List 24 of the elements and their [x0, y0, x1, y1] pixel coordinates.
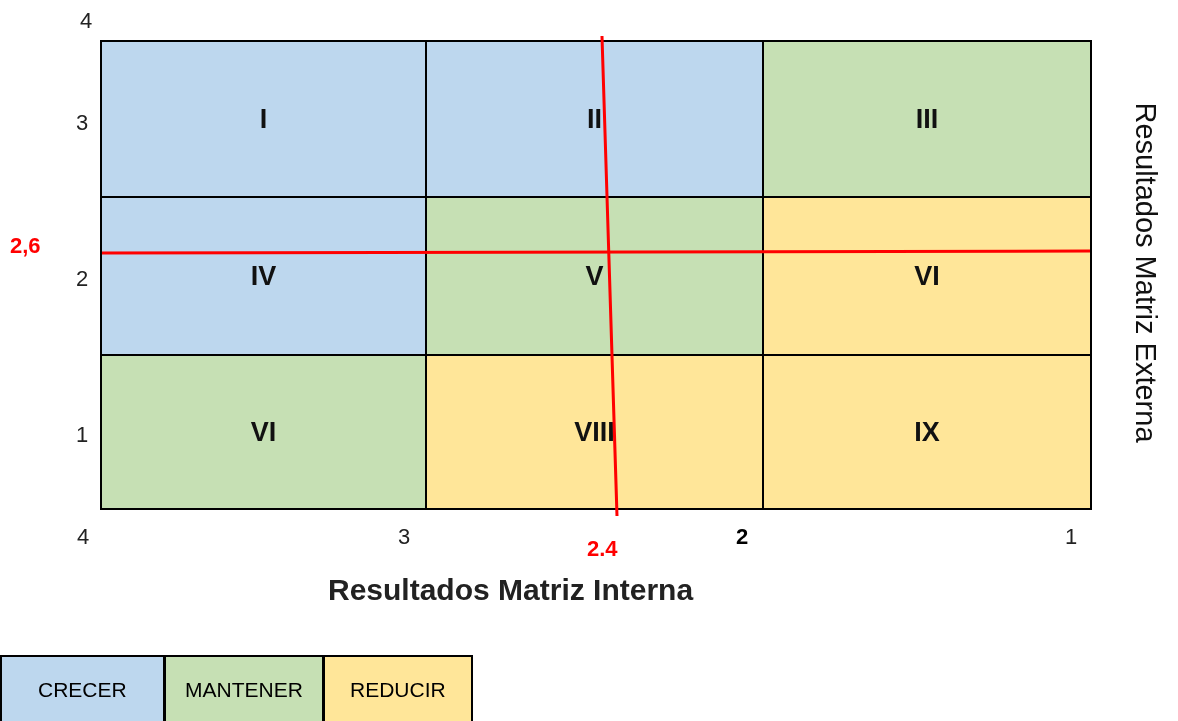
matrix-cell: III — [762, 40, 1092, 198]
matrix-cell: II — [425, 40, 764, 198]
legend-label: REDUCIR — [350, 678, 446, 702]
matrix-cell: I — [100, 40, 427, 198]
axis-tick-label: 1 — [76, 422, 89, 448]
axis-tick-label: 1 — [1065, 524, 1078, 550]
matrix-cell: V — [425, 196, 764, 356]
matrix-cell: VI — [100, 354, 427, 510]
matrix-cell: IV — [100, 196, 427, 356]
axis-tick-label: 2 — [736, 524, 749, 550]
legend-label: CRECER — [38, 678, 127, 702]
axis-tick-label: 3 — [398, 524, 411, 550]
axis-tick-label: 2 — [76, 266, 89, 292]
matrix-cell: IX — [762, 354, 1092, 510]
matrix-cell: VIII — [425, 354, 764, 510]
axis-tick-label: 4 — [80, 8, 93, 34]
axis-tick-label: 4 — [77, 524, 90, 550]
axis-tick-label: 3 — [76, 110, 89, 136]
threshold-value: 2,6 — [10, 233, 41, 259]
threshold-value: 2.4 — [587, 536, 618, 562]
axis-title: Resultados Matriz Externa — [1128, 101, 1162, 443]
matrix-cell: VI — [762, 196, 1092, 356]
axis-title: Resultados Matriz Interna — [328, 573, 694, 607]
legend-label: MANTENER — [185, 678, 303, 702]
